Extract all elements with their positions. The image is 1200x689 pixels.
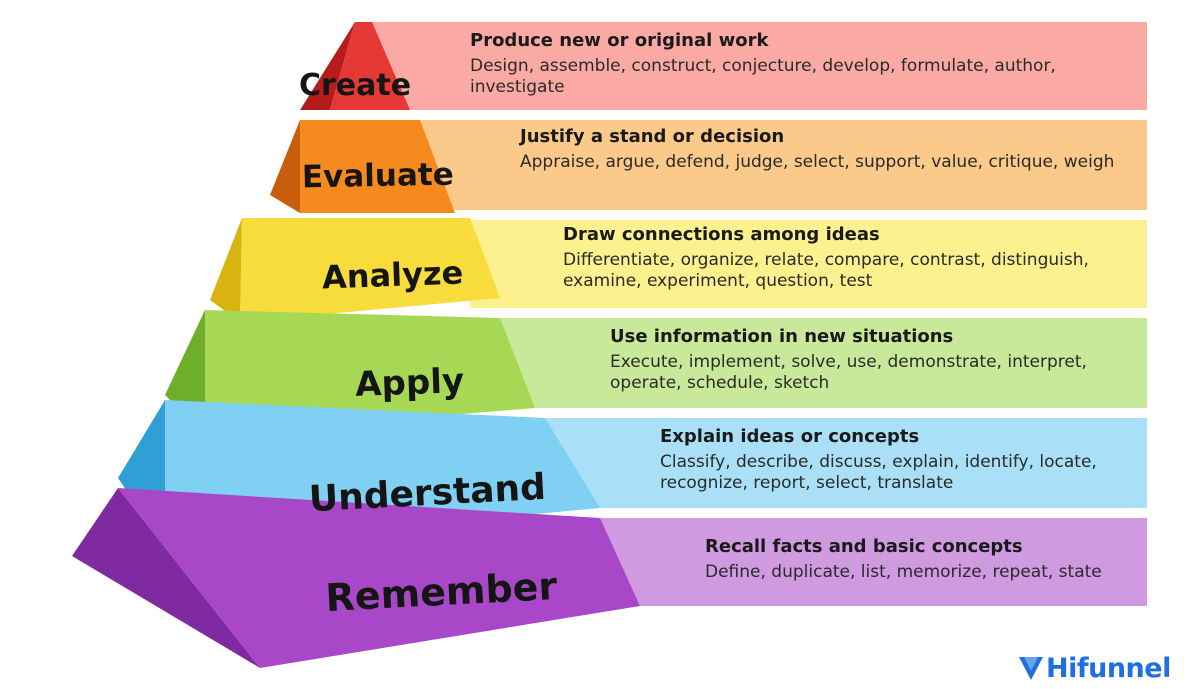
description-bars xyxy=(360,22,1147,606)
bar-apply xyxy=(500,318,1147,408)
bar-create xyxy=(360,22,1147,110)
verbs-understand: Classify, describe, discuss, explain, id… xyxy=(660,452,1097,493)
verbs-create: Design, assemble, construct, conjecture,… xyxy=(470,56,1056,97)
face-front-create xyxy=(330,22,410,110)
heading-evaluate: Justify a stand or decision xyxy=(520,126,785,147)
pyramid-faces xyxy=(72,22,640,668)
bar-remember xyxy=(600,518,1147,606)
face-side-create xyxy=(300,22,355,110)
level-label-create: Create xyxy=(299,68,411,103)
funnel-icon xyxy=(1019,657,1043,680)
verbs-remember: Define, duplicate, list, memorize, repea… xyxy=(705,562,1102,582)
brand-name: Hifunnel xyxy=(1046,652,1171,684)
bar-understand xyxy=(540,418,1147,508)
heading-analyze: Draw connections among ideas xyxy=(563,224,880,245)
verbs-apply: Execute, implement, solve, use, demonstr… xyxy=(610,352,1087,393)
hifunnel-logo: Hifunnel xyxy=(1018,650,1171,686)
level-label-evaluate: Evaluate xyxy=(302,157,454,196)
face-side-remember xyxy=(72,488,260,668)
face-front-analyze xyxy=(240,218,500,322)
verbs-analyze: Differentiate, organize, relate, compare… xyxy=(563,250,1089,291)
heading-create: Produce new or original work xyxy=(470,30,769,51)
face-side-analyze xyxy=(210,218,242,322)
level-label-analyze: Analyze xyxy=(321,254,464,297)
face-front-apply xyxy=(205,310,535,435)
bar-analyze xyxy=(470,220,1147,308)
verbs-evaluate: Appraise, argue, defend, judge, select, … xyxy=(520,152,1115,172)
face-side-evaluate xyxy=(270,120,300,213)
face-front-remember xyxy=(118,488,640,668)
heading-remember: Recall facts and basic concepts xyxy=(705,536,1023,557)
level-label-apply: Apply xyxy=(355,361,465,405)
face-front-evaluate xyxy=(300,120,455,213)
bar-evaluate xyxy=(360,120,1147,210)
heading-understand: Explain ideas or concepts xyxy=(660,426,920,447)
heading-apply: Use information in new situations xyxy=(610,326,954,347)
